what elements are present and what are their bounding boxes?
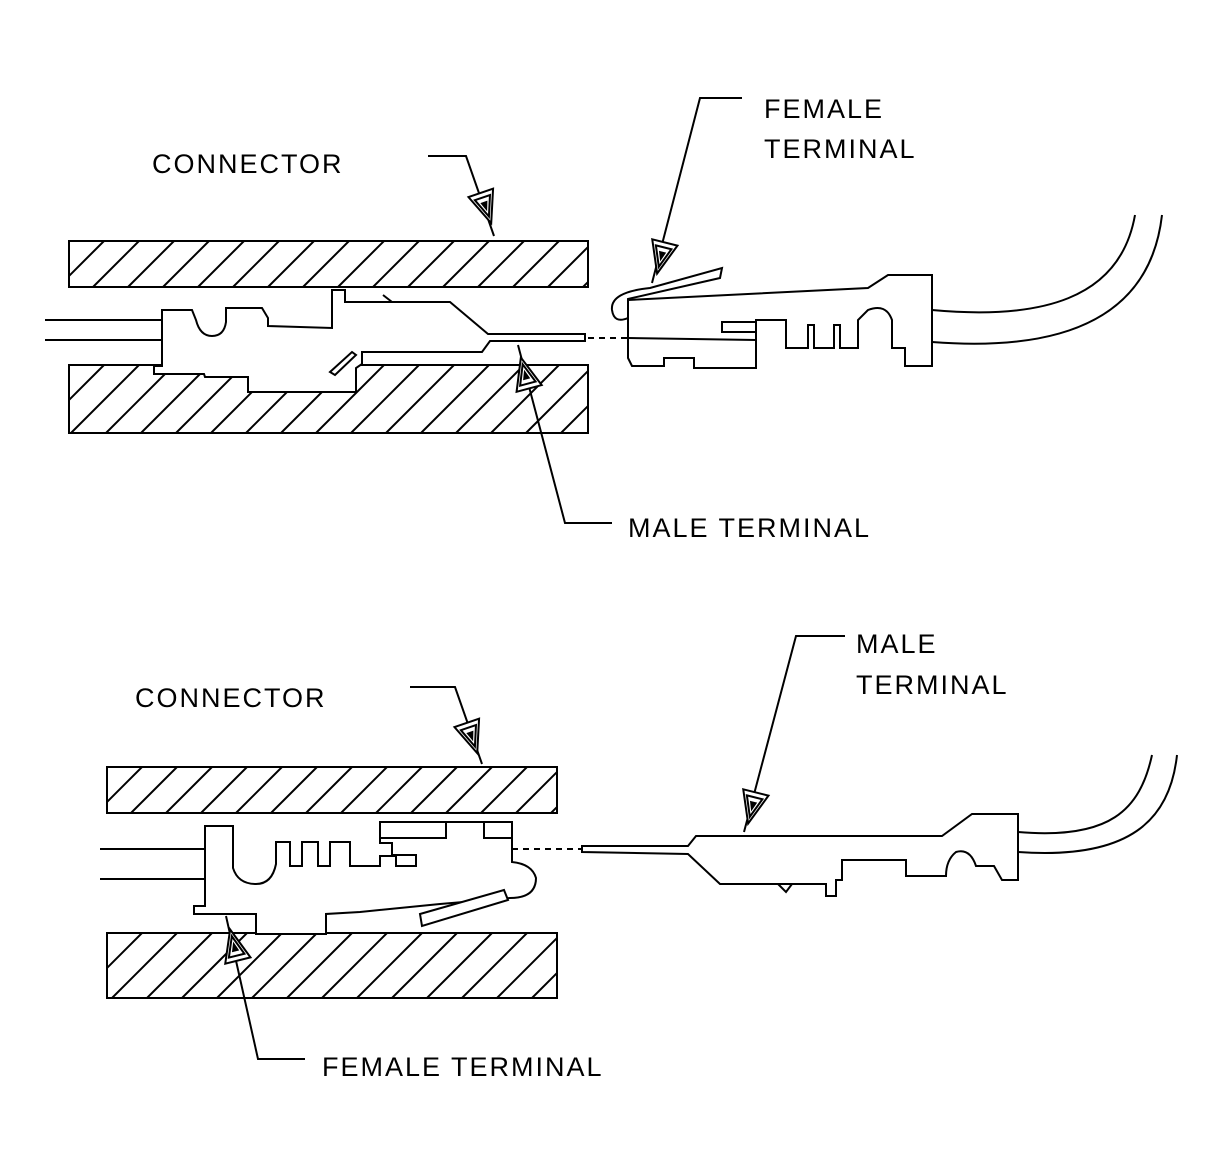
bottom-female-terminal-label: FEMALE TERMINAL: [322, 1052, 604, 1082]
triangle-arrow-icon: [734, 788, 770, 828]
bottom-connector-housing: [106, 766, 558, 999]
bottom-diagram: CONNECTOR MALE TERMINAL FEMALE TERMINAL: [100, 629, 1178, 1082]
top-female-terminal-label-line1: FEMALE: [764, 94, 884, 124]
top-connector-label: CONNECTOR: [152, 149, 344, 179]
triangle-arrow-icon: [453, 717, 491, 759]
bottom-male-terminal-leader: [743, 635, 845, 833]
top-housing-upper-hatch: [69, 241, 588, 287]
bottom-male-terminal-label-line2: TERMINAL: [856, 670, 1009, 700]
triangle-arrow-icon: [643, 238, 679, 278]
bottom-housing-upper-hatch: [107, 767, 557, 813]
bottom-housing-lower-hatch: [107, 933, 557, 998]
top-female-terminal-label-line2: TERMINAL: [764, 134, 917, 164]
top-diagram: CONNECTOR FEMALE TERMINAL MALE TERMINAL: [45, 94, 1163, 543]
bottom-connector-label: CONNECTOR: [135, 683, 327, 713]
top-male-terminal-leader: [517, 344, 612, 524]
top-female-terminal-leader: [651, 97, 742, 284]
bottom-female-terminal: [193, 821, 538, 935]
bottom-male-terminal-label-line1: MALE: [856, 629, 938, 659]
top-right-cable: [931, 214, 1136, 314]
top-female-terminal: [610, 266, 724, 321]
bottom-female-terminal-leader: [225, 915, 305, 1060]
triangle-arrow-icon: [467, 187, 505, 229]
top-male-terminal: [153, 289, 586, 393]
top-male-terminal-label: MALE TERMINAL: [628, 513, 871, 543]
bottom-male-terminal: [581, 813, 1019, 897]
bottom-right-cable: [1017, 754, 1153, 835]
